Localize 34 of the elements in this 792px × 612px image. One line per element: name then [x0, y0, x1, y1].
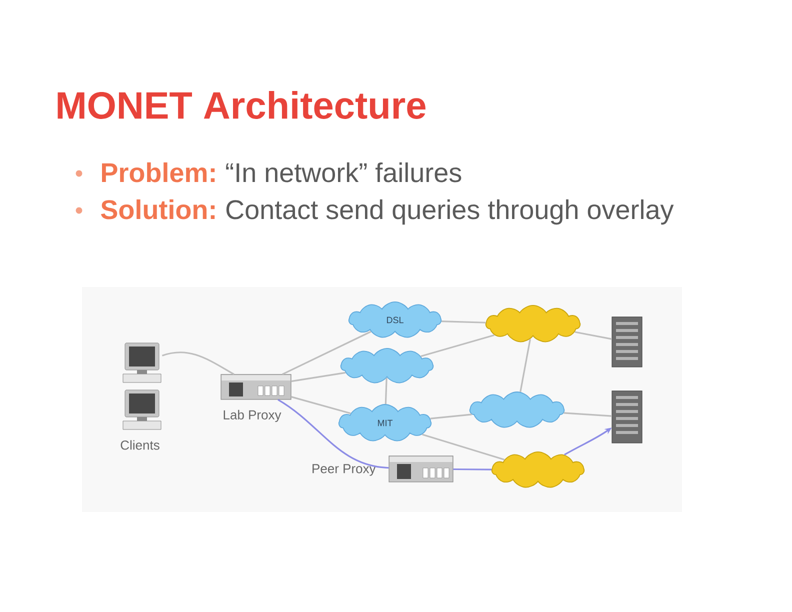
connector-line — [422, 434, 505, 460]
cloud: DSL — [348, 302, 442, 338]
connector-line — [441, 320, 486, 324]
connector-line — [574, 331, 612, 340]
cloud — [492, 452, 585, 488]
bullet-text: Contact send queries through overlay — [226, 199, 674, 225]
connector-line — [384, 378, 388, 404]
cloud: MIT — [338, 404, 432, 442]
connector-line — [430, 414, 472, 420]
cloud — [486, 305, 580, 342]
cloud — [469, 392, 565, 428]
server-rack — [612, 316, 642, 368]
cloud — [340, 348, 434, 384]
device-caption: Peer Proxy — [312, 464, 376, 476]
bullet-text: “In network” failures — [226, 162, 462, 182]
bullet-label: Problem: — [102, 162, 215, 182]
network-device — [388, 456, 454, 482]
group-caption: Clients — [120, 440, 160, 450]
connector-line — [420, 334, 495, 357]
computer-icon — [122, 342, 162, 383]
computer-icon — [122, 390, 162, 430]
slide-title: MONET Architecture — [58, 91, 426, 119]
connector-line — [291, 396, 351, 414]
connector-line — [162, 352, 234, 375]
connector-line — [291, 372, 346, 382]
server-rack — [612, 390, 642, 444]
bullet-label: Solution: — [101, 199, 215, 220]
connector-line — [278, 399, 389, 469]
device-caption: Lab Proxy — [224, 410, 282, 422]
connector-line — [282, 330, 372, 375]
connector-line — [453, 468, 492, 470]
connector-line — [520, 338, 531, 392]
network-device — [220, 374, 292, 400]
connector-line — [564, 412, 612, 417]
